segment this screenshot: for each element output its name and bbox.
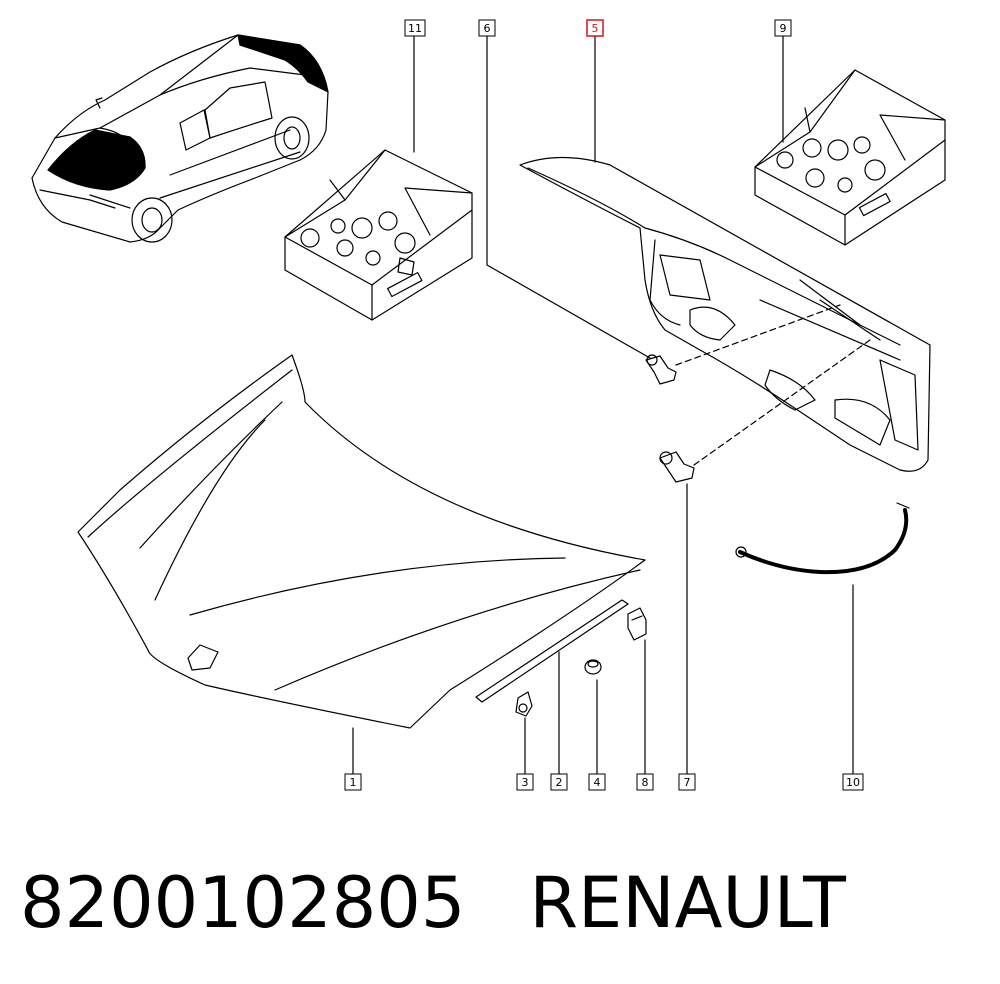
callout-11: 11 <box>404 19 426 37</box>
svg-text:3: 3 <box>522 776 529 789</box>
brand-name: RENAULT <box>529 862 846 944</box>
callout-6: 6 <box>478 19 496 37</box>
svg-text:1: 1 <box>350 776 357 789</box>
car-thumbnail <box>31 34 329 243</box>
assembly-line-6 <box>675 304 841 366</box>
callout-10: 10 <box>842 773 864 791</box>
svg-text:9: 9 <box>780 22 787 35</box>
tailgate-part-5 <box>519 156 931 472</box>
callout-3: 3 <box>516 773 534 791</box>
parts-diagram: 11 6 5 9 1 3 2 4 8 7 10 <box>31 19 946 791</box>
svg-text:2: 2 <box>556 776 563 789</box>
car-hood-highlight <box>47 129 146 191</box>
callout-4: 4 <box>588 773 606 791</box>
leader-line-6 <box>486 35 651 359</box>
washer-hose-part-10 <box>735 502 910 575</box>
callout-2: 2 <box>550 773 568 791</box>
callout-1: 1 <box>344 773 362 791</box>
part-caption: 8200102805 RENAULT <box>20 858 846 948</box>
bump-stop-part-6 <box>645 354 677 385</box>
part-number: 8200102805 <box>20 862 466 944</box>
car-roof-highlight <box>237 34 329 93</box>
svg-text:7: 7 <box>684 776 691 789</box>
svg-text:4: 4 <box>594 776 601 789</box>
clip-kit-box-9 <box>754 69 946 246</box>
svg-text:5: 5 <box>592 22 599 35</box>
callout-7: 7 <box>678 773 696 791</box>
callout-8: 8 <box>636 773 654 791</box>
callout-9: 9 <box>774 19 792 37</box>
clip-part-3 <box>515 691 533 717</box>
callout-5: 5 <box>586 19 604 37</box>
grommet-part-4 <box>584 659 602 675</box>
assembly-line-7 <box>693 339 871 466</box>
seal-strip-part-2 <box>475 599 629 703</box>
bonnet-part-1 <box>77 354 646 729</box>
svg-text:11: 11 <box>408 22 422 35</box>
svg-text:8: 8 <box>642 776 649 789</box>
svg-text:6: 6 <box>484 22 491 35</box>
clip-kit-box-11 <box>284 149 473 321</box>
clip-part-8 <box>627 607 647 641</box>
svg-text:10: 10 <box>846 776 860 789</box>
bump-stop-part-7 <box>659 451 695 483</box>
